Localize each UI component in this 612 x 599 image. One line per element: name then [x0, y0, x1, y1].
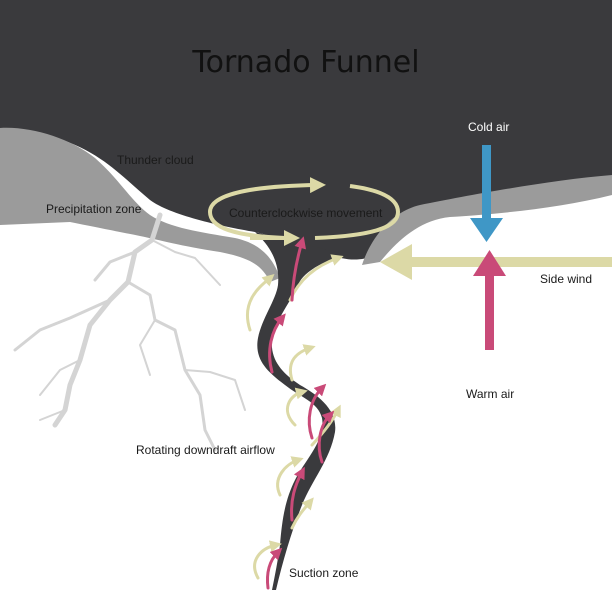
side-wind-label: Side wind: [540, 272, 592, 286]
right-cloud-band-shape: [362, 175, 612, 265]
cold-air-label: Cold air: [468, 120, 509, 134]
warm-air-arrow: [473, 250, 506, 350]
side-wind-arrow: [380, 244, 612, 280]
pink-airflow-arrows: [266, 236, 335, 590]
tornado-funnel-shape: [255, 232, 348, 590]
suction-zone-label: Suction zone: [289, 566, 359, 580]
cold-air-arrow: [470, 145, 503, 242]
dark-cloud-shape: [0, 0, 612, 260]
thunder-cloud-label: Thunder cloud: [117, 153, 194, 167]
counterclockwise-label: Counterclockwise movement: [229, 206, 383, 220]
lightning-bolts: [13, 212, 246, 452]
precipitation-zone-shape: [0, 127, 280, 282]
precipitation-zone-label: Precipitation zone: [46, 202, 142, 216]
counterclockwise-loop-arrow: [207, 177, 401, 246]
diagram-title: Tornado Funnel: [191, 45, 419, 80]
yellow-airflow-arrows: [246, 254, 344, 580]
rotating-downdraft-label: Rotating downdraft airflow: [136, 443, 275, 457]
warm-air-label: Warm air: [466, 387, 514, 401]
